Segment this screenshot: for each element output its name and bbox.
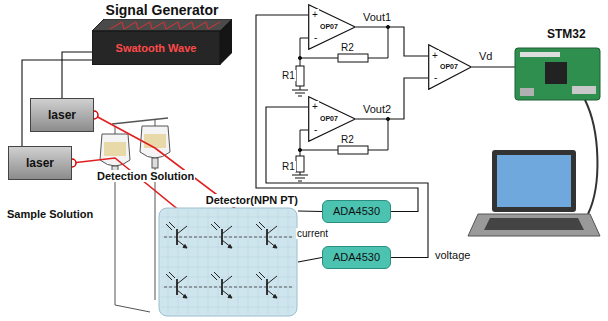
pin-sign: - — [313, 32, 318, 43]
device-name: laser — [31, 108, 93, 122]
pin-sign: - — [433, 72, 438, 83]
resistor-name: R2 — [340, 134, 355, 145]
device-title: Signal Generator — [92, 2, 232, 19]
phototransistor-array — [158, 207, 298, 317]
stm32-board — [515, 48, 600, 100]
pin-sign: + — [431, 50, 439, 61]
wire — [356, 27, 428, 56]
detector-panel: Detector(NPN PT) — [158, 194, 298, 317]
laser-box: laser — [30, 98, 94, 132]
amplifier-box: ADA4530 — [322, 200, 391, 223]
pin-sign: - — [313, 124, 318, 135]
board-name: STM32 — [546, 28, 587, 41]
laser-box: laser — [8, 146, 72, 180]
wire — [298, 210, 322, 212]
amplifier-box: ADA4530 — [322, 246, 391, 269]
resistor-name: R2 — [340, 42, 355, 53]
device-name: laser — [9, 156, 71, 170]
part-name: OP07 — [320, 115, 338, 123]
part-name: OP07 — [320, 23, 338, 31]
signal-name: current — [296, 228, 329, 239]
signal-name: Vout1 — [362, 11, 392, 23]
pin-sign: + — [311, 9, 319, 20]
part-name: ADA4530 — [333, 251, 380, 264]
wire — [256, 15, 418, 212]
signal-name: voltage — [434, 249, 471, 261]
signal-generator: Signal GeneratorSwatooth Wave — [92, 2, 232, 65]
wave-label: Swatooth Wave — [92, 31, 220, 65]
feedback-network — [292, 25, 515, 181]
device-title: Detector(NPN PT) — [206, 194, 298, 207]
resistor-name: R1 — [281, 161, 296, 172]
laptop — [468, 100, 600, 236]
wire — [62, 52, 92, 98]
wire — [298, 258, 322, 263]
pin-sign: + — [311, 101, 319, 112]
part-name: ADA4530 — [333, 205, 380, 218]
resistor-name: R1 — [281, 70, 296, 81]
solution-label: Sample Solution — [6, 208, 94, 220]
signal-name: Vout2 — [362, 103, 392, 115]
solution-label: Detection Solution — [96, 170, 195, 182]
part-name: OP07 — [440, 63, 458, 71]
signal-name: Vd — [478, 50, 493, 62]
wire — [356, 78, 428, 119]
